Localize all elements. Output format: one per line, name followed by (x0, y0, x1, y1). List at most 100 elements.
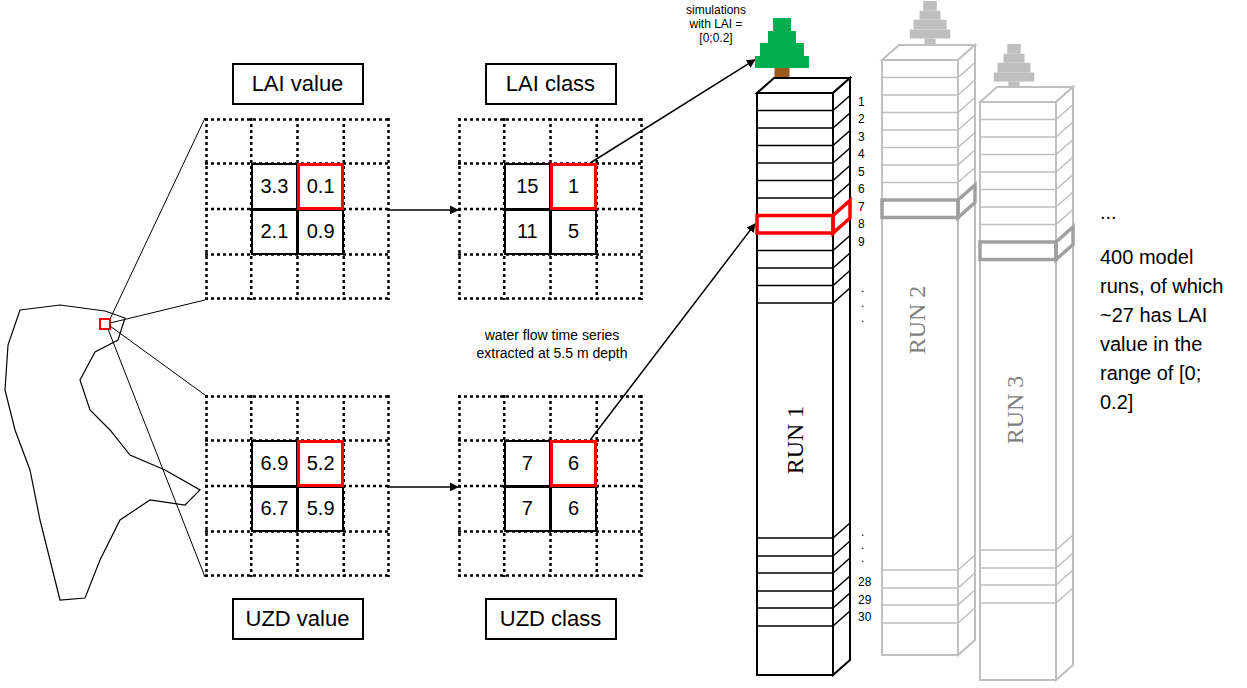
soil-layer (757, 558, 850, 573)
soil-layer (980, 122, 1073, 137)
soil-layer (882, 150, 975, 165)
soil-column (880, 0, 980, 660)
soil-layer (757, 96, 850, 111)
grid-cell: 2.1 (251, 209, 298, 256)
soil-layer (980, 210, 1073, 225)
tree-crown (1007, 44, 1021, 54)
layer-number: 3 (858, 130, 865, 144)
column-front (980, 102, 1056, 680)
soil-layer (980, 140, 1073, 155)
soil-layer (757, 131, 850, 146)
highlighted-layer (833, 201, 850, 234)
layer-number: 8 (858, 217, 865, 231)
grid-line (205, 118, 390, 121)
soil-layer (980, 105, 1073, 120)
soil-layer (882, 115, 975, 130)
grid-cell: 11 (504, 209, 551, 256)
soil-layer (757, 183, 850, 198)
annotation: ... (1100, 200, 1117, 224)
soil-layer (757, 593, 850, 608)
soil-layer (757, 113, 850, 128)
highlighted-layer (882, 200, 958, 218)
soil-layer (757, 148, 850, 163)
raster-grid: UZD class7676 (458, 395, 643, 640)
zoom-line (110, 118, 205, 319)
layer-number: 30 (858, 610, 871, 624)
soil-layer (980, 535, 1073, 550)
layer-number: 2 (858, 112, 865, 126)
soil-layer (980, 157, 1073, 172)
soil-layer (980, 175, 1073, 190)
annotation: simulations with LAI = [0;0.2] (682, 3, 750, 45)
cell-value: 6 (568, 497, 579, 520)
soil-layer (757, 166, 850, 181)
cell-value: 3.3 (260, 175, 288, 198)
soil-layer (882, 63, 975, 78)
grid-title-box: UZD value (232, 598, 364, 640)
zoom-line (110, 300, 205, 323)
soil-layer (882, 590, 975, 605)
selected-cell: 0.1 (297, 163, 344, 210)
tree-crown (998, 63, 1031, 73)
grid-cell: 6.9 (251, 440, 298, 487)
soil-layer (882, 80, 975, 95)
soil-layer (882, 168, 975, 183)
soil-layer (980, 588, 1073, 603)
soil-layer (757, 271, 850, 286)
tree-crown (920, 11, 941, 20)
zoom-line (108, 329, 205, 577)
cell-value: 5.2 (307, 452, 335, 475)
grid-line (205, 297, 390, 300)
raster-grid: LAI value 3.3 0.1 2.10.9 (205, 63, 390, 300)
grid-cell: 7 (504, 440, 551, 487)
layer-number: . (861, 296, 864, 310)
country-outline (5, 305, 200, 600)
layer-number: 4 (858, 147, 865, 161)
layer-number: 9 (858, 235, 865, 249)
tree-crown (755, 56, 809, 68)
zoom-square (100, 319, 110, 329)
selected-cell: 6 (550, 440, 597, 487)
soil-layer (882, 555, 975, 570)
grid-cell: 0.9 (297, 209, 344, 256)
run-label: RUN 3 (1002, 376, 1029, 445)
grid-cell: 6.7 (251, 486, 298, 533)
cell-value: 5 (568, 220, 579, 243)
soil-layer (980, 553, 1073, 568)
grid-line (458, 395, 643, 398)
grid-line (205, 395, 390, 398)
cell-value: 11 (517, 220, 538, 243)
highlighted-layer (1056, 227, 1073, 260)
tree-crown (914, 20, 947, 30)
grid-title: LAI value (252, 71, 344, 97)
soil-layer (757, 236, 850, 251)
layer-number: 5 (858, 165, 865, 179)
layer-number: 28 (858, 575, 871, 589)
zoom-line (110, 326, 205, 395)
cell-value: 5.9 (307, 497, 335, 520)
soil-layer (757, 253, 850, 268)
model-run-column: RUN 2 (880, 0, 980, 660)
tree-crown (768, 31, 796, 43)
layer-number: . (861, 525, 864, 539)
column-front (882, 60, 958, 655)
tree-crown (994, 73, 1035, 82)
annotation: 400 model runs, of which ~27 has LAI val… (1100, 243, 1232, 417)
grid-title: LAI class (506, 71, 595, 97)
grid-line (458, 118, 643, 121)
annotation: water flow time series extracted at 5.5 … (466, 326, 638, 362)
grid-title-box: LAI class (485, 63, 617, 105)
run-label: RUN 2 (904, 286, 931, 355)
soil-layer (757, 576, 850, 591)
highlighted-layer (958, 185, 975, 218)
cell-value: 0.1 (307, 175, 335, 198)
raster-grid: UZD value 6.9 5.2 6.7 5.9 (205, 395, 390, 640)
layer-number: . (861, 311, 864, 325)
layer-number: 7 (858, 200, 865, 214)
grid-cell: 15 (504, 163, 551, 210)
highlighted-layer (980, 242, 1056, 260)
cell-value: 7 (522, 497, 533, 520)
soil-layer (882, 573, 975, 588)
layer-number: 29 (858, 593, 871, 607)
